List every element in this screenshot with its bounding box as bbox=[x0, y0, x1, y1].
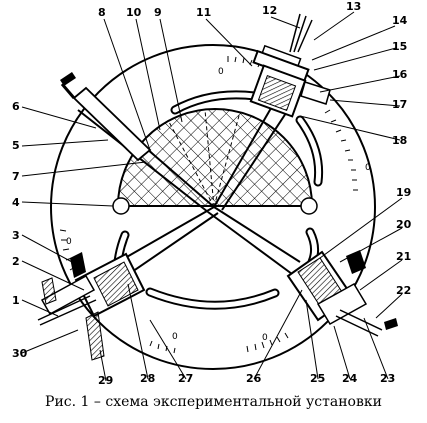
angle-scale-right bbox=[324, 109, 358, 191]
upper-detector bbox=[249, 13, 331, 118]
ray-lines bbox=[167, 109, 241, 208]
label-29: 29 bbox=[98, 374, 113, 387]
label-11: 11 bbox=[196, 6, 211, 19]
right-roller bbox=[300, 197, 318, 215]
label-27: 27 bbox=[178, 372, 193, 385]
lower-arc-slot-inner bbox=[147, 289, 278, 308]
scale-zero-top: 0 bbox=[218, 67, 224, 77]
leader-lines bbox=[21, 11, 403, 382]
label-13: 13 bbox=[346, 0, 361, 13]
label-9: 9 bbox=[154, 6, 162, 19]
label-24: 24 bbox=[342, 372, 358, 385]
label-2: 2 bbox=[12, 255, 20, 268]
scale-zero-bottom-left: 0 bbox=[172, 332, 178, 342]
label-17: 17 bbox=[392, 98, 407, 111]
label-30: 30 bbox=[12, 347, 28, 360]
right-arc-slot-inner bbox=[297, 117, 322, 185]
label-21: 21 bbox=[396, 250, 411, 263]
label-28: 28 bbox=[140, 372, 155, 385]
label-10: 10 bbox=[126, 6, 142, 19]
figure-caption: Рис. 1 – схема экспериментальной установ… bbox=[45, 394, 382, 410]
scale-zero-left: 0 bbox=[66, 237, 72, 247]
label-3: 3 bbox=[12, 229, 20, 242]
label-18: 18 bbox=[392, 134, 407, 147]
lower-left-detector bbox=[37, 252, 146, 361]
left-roller bbox=[112, 197, 130, 215]
label-20: 20 bbox=[396, 218, 412, 231]
label-1: 1 bbox=[12, 294, 20, 307]
label-25: 25 bbox=[310, 372, 325, 385]
label-6: 6 bbox=[12, 100, 20, 113]
label-8: 8 bbox=[98, 6, 106, 19]
hatched-sample bbox=[116, 108, 314, 207]
scale-zero-right: 0 bbox=[365, 163, 371, 173]
label-15: 15 bbox=[392, 40, 407, 53]
label-5: 5 bbox=[12, 139, 20, 152]
label-7: 7 bbox=[12, 170, 20, 183]
part-labels: 1 2 3 4 5 6 7 8 9 10 11 12 13 14 15 16 1… bbox=[12, 0, 412, 387]
label-22: 22 bbox=[396, 284, 411, 297]
label-26: 26 bbox=[246, 372, 262, 385]
label-23: 23 bbox=[380, 372, 395, 385]
label-14: 14 bbox=[392, 14, 408, 27]
angle-scale-bottom bbox=[149, 332, 289, 354]
label-16: 16 bbox=[392, 68, 408, 81]
arm-lower-left bbox=[117, 206, 219, 277]
lower-right-detector bbox=[286, 250, 398, 337]
arm-upper-right bbox=[213, 95, 293, 211]
label-12: 12 bbox=[262, 4, 277, 17]
label-4: 4 bbox=[12, 196, 20, 209]
scale-zero-bottom-right: 0 bbox=[262, 333, 268, 343]
arm-lower-right bbox=[207, 206, 301, 275]
label-19: 19 bbox=[396, 186, 411, 199]
base-disc bbox=[50, 44, 376, 370]
